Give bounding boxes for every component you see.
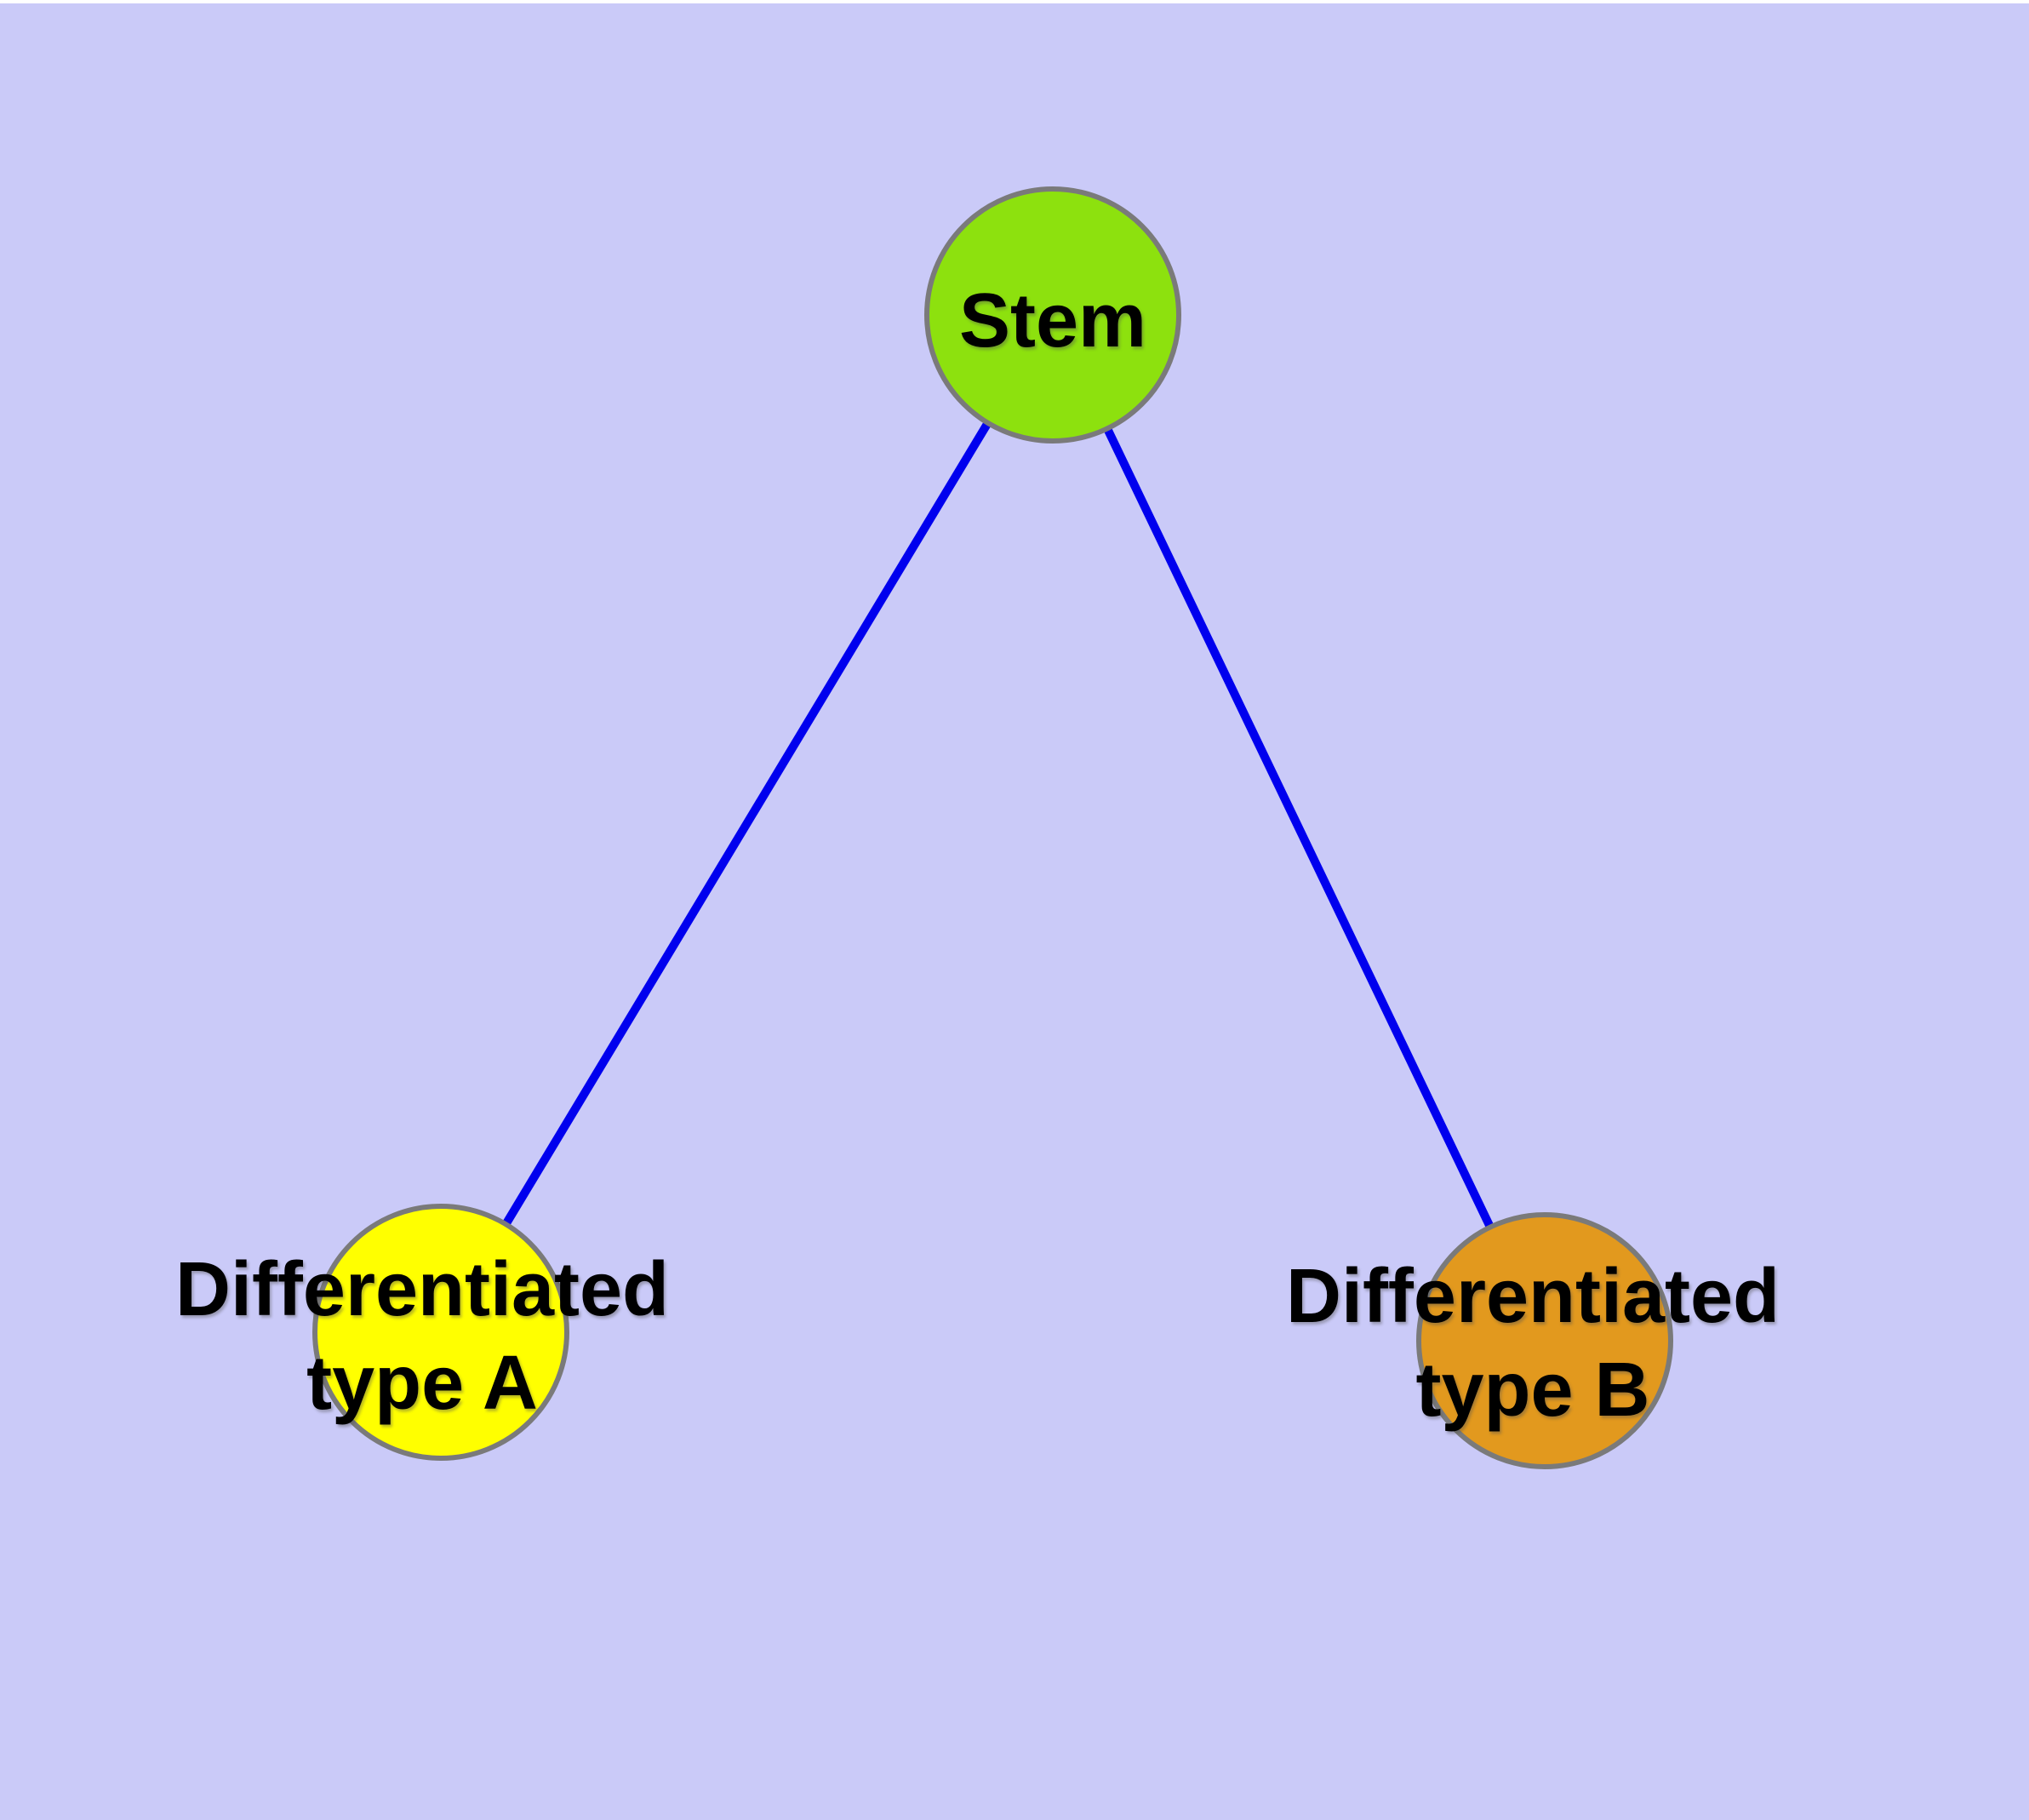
edge-stem-to-type-b <box>1049 312 1549 1343</box>
node-label-text: type B <box>1415 1348 1650 1433</box>
node-label-text: Stem <box>958 278 1147 363</box>
top-edge-strip <box>0 0 2029 3</box>
node-label-text: type A <box>306 1341 538 1426</box>
node-label-differentiated-type-b: Differentiated type B <box>1150 1250 1916 1437</box>
node-label-text: Differentiated <box>1285 1254 1780 1339</box>
node-label-text: Differentiated <box>174 1247 670 1332</box>
node-stem <box>924 186 1181 444</box>
node-label-differentiated-type-a: Differentiated type A <box>39 1243 805 1430</box>
node-differentiated-type-b <box>1416 1212 1673 1469</box>
node-label-stem: Stem <box>670 274 1436 368</box>
edge-stem-to-type-a <box>437 312 1057 1335</box>
node-differentiated-type-a <box>312 1204 569 1461</box>
